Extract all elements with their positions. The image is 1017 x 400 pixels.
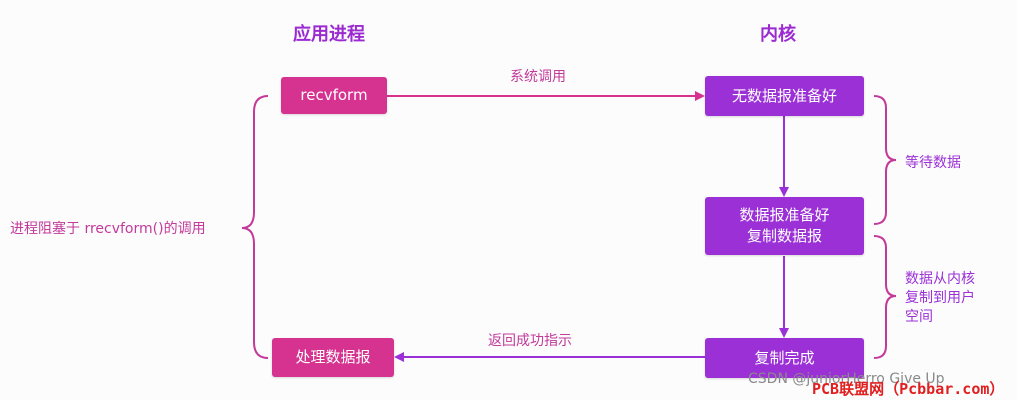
data-ready-box: 数据报准备好 复制数据报: [705, 197, 864, 255]
kernel-heading: 内核: [760, 24, 796, 45]
process-data-box: 处理数据报: [272, 338, 394, 377]
return-success-label: 返回成功指示: [488, 333, 572, 349]
process-data-label: 处理数据报: [295, 348, 371, 366]
recvform-box: recvform: [281, 77, 387, 114]
copy-data-line3: 空间: [905, 309, 933, 325]
pcb-watermark: PCB联盟网（Pcbbar.com）: [812, 380, 1005, 398]
syscall-label: 系统调用: [510, 69, 566, 85]
no-data-label: 无数据报准备好: [731, 86, 837, 105]
blocked-brace: [241, 95, 269, 359]
copy-done-box: 复制完成: [705, 338, 864, 378]
csdn-watermark: CSDN @juniorHerro Give Up: [748, 371, 945, 387]
copy-data-line1: 数据从内核: [905, 271, 975, 287]
copy-data-label: 数据从内核 复制到用户 空间: [905, 270, 975, 327]
wait-data-label: 等待数据: [905, 155, 961, 171]
wait-data-brace: [873, 95, 897, 225]
no-data-box: 无数据报准备好: [705, 76, 864, 116]
data-ready-line1: 数据报准备好: [739, 206, 830, 224]
copy-data-line2: 复制到用户: [905, 290, 975, 306]
app-process-heading: 应用进程: [293, 24, 365, 45]
data-ready-line2: 复制数据报: [746, 227, 822, 245]
recvform-label: recvform: [300, 86, 368, 104]
copy-data-brace: [873, 235, 897, 359]
copy-done-label: 复制完成: [754, 348, 815, 367]
blocked-label: 进程阻塞于 rrecvform()的调用: [10, 221, 206, 237]
